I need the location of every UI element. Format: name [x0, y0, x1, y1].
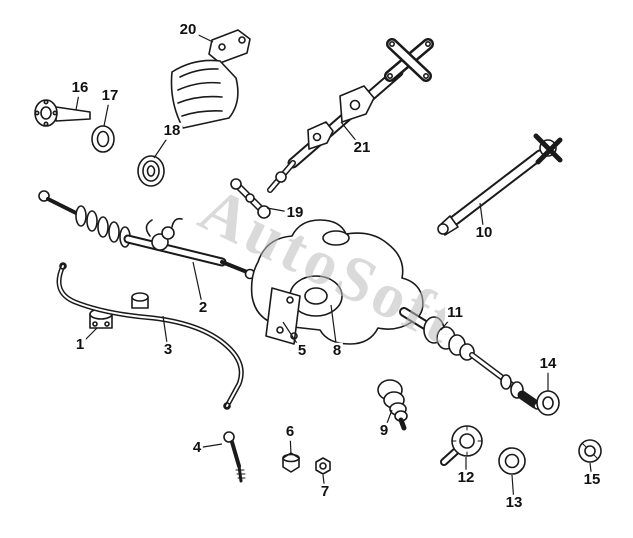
flange-stub-part [440, 425, 483, 466]
leader-line-18 [153, 130, 173, 159]
heat-shield-part [170, 59, 239, 129]
leader-line-4 [196, 443, 223, 449]
stabilizer-link-part [223, 431, 246, 483]
retaining-ring-part [498, 447, 526, 475]
leader-line-1 [79, 327, 98, 346]
end-cap-part [578, 439, 602, 463]
mounting-plate-part [265, 287, 301, 345]
steering-column-part [267, 38, 434, 193]
flanged-bolt-part [34, 99, 91, 127]
hex-nut-part [282, 452, 300, 473]
cap-nut-part [315, 457, 331, 475]
ribbed-boot-part [377, 379, 408, 431]
bushing-clamp-part [89, 292, 149, 329]
leader-line-7 [322, 474, 326, 493]
steering-rack-part [38, 190, 256, 280]
leader-line-20 [187, 29, 214, 43]
seal-washer-part [91, 125, 115, 153]
leader-line-17 [103, 95, 111, 127]
cv-axle-part [423, 316, 541, 410]
oil-seal-part [536, 390, 560, 416]
leader-line-16 [75, 87, 81, 111]
intermediate-shaft-part [230, 178, 271, 219]
upper-bracket-part [208, 29, 251, 64]
propeller-shaft-part [437, 133, 563, 236]
leader-line-13 [511, 474, 515, 504]
leader-line-21 [340, 121, 363, 149]
leader-line-2 [192, 261, 204, 309]
stabilizer-bar-part [56, 262, 244, 410]
leader-line-9 [383, 409, 393, 432]
grommet-part [137, 155, 165, 187]
leader-line-15 [589, 462, 593, 481]
leader-line-6 [289, 431, 292, 456]
leader-line-10 [479, 202, 485, 234]
